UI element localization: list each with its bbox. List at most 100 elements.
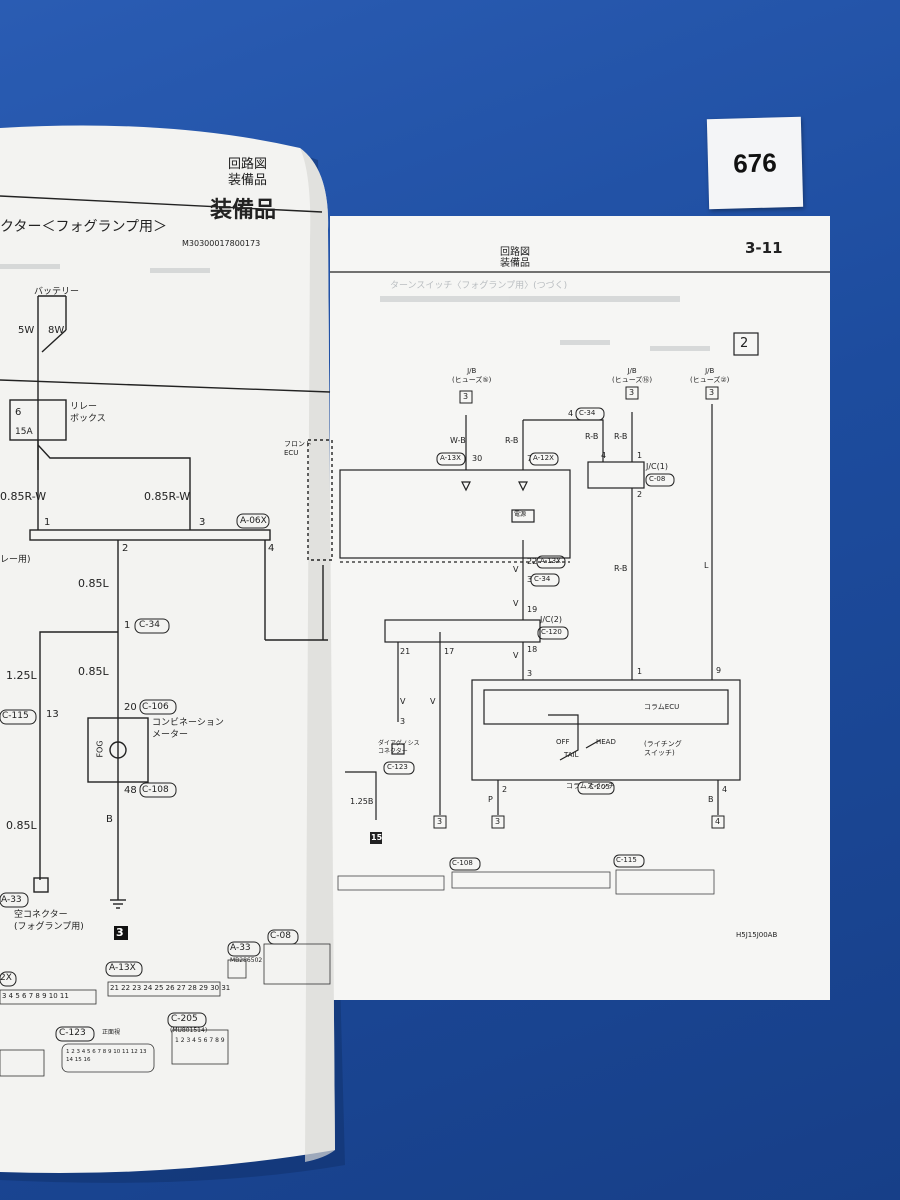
jb-num-3: 3: [709, 388, 715, 397]
gnd-4: 4: [715, 817, 721, 826]
left-big-title: 装備品: [210, 198, 277, 223]
pin-48: 48: [124, 785, 137, 796]
jc1-pin-2: 2: [637, 490, 643, 499]
left-page: [0, 125, 335, 1174]
gnd-3a: 3: [437, 817, 443, 826]
bottom-conn-c08: C-08: [270, 931, 291, 941]
pin-c34: 1: [124, 620, 131, 631]
right-page: [330, 216, 830, 1000]
column-ecu-label: コラムECU: [644, 703, 680, 711]
bottom-conn-c205: C-205: [171, 1014, 198, 1024]
diag-connector-label: ダイアグノシス コネクター: [378, 740, 420, 755]
wire-085rw-right: 0.85R-W: [144, 490, 191, 503]
jc1-pin-1: 1: [637, 451, 643, 460]
sw-pin-4: 4: [722, 785, 728, 794]
bottom-conn-c123: C-123: [59, 1028, 86, 1038]
c123-front-view: 正面視: [102, 1029, 121, 1036]
wire-125b: 1.25B: [350, 797, 374, 806]
conn-c120: C-120: [541, 628, 562, 636]
wire-p: P: [488, 795, 493, 804]
ground-number: 3: [116, 926, 124, 939]
right-header-title: 回路図: [500, 247, 530, 258]
left-pin-row: 3 4 5 6 7 8 9 10 11: [2, 992, 69, 1000]
wire-v-5: V: [430, 697, 436, 706]
wire-085l-bottom: 0.85L: [6, 819, 37, 832]
relay-box-label: リレー ボックス: [70, 402, 106, 424]
wire-b: B: [106, 814, 113, 825]
right-header-subtitle: 装備品: [500, 258, 530, 269]
column-switch-label: コラムスイッチ: [566, 782, 615, 790]
conn-c34: C-34: [139, 620, 160, 630]
sticker-number: 676: [732, 147, 778, 179]
bottom-conn-2x: 2X: [0, 973, 12, 983]
conn-a13x-2: A-13X: [540, 557, 561, 565]
left-header-title: 回路図: [228, 157, 268, 172]
conn-c115-right: C-115: [616, 856, 637, 864]
col-pin-3: 3: [527, 669, 533, 678]
left-doc-code: M30300017800173: [182, 239, 261, 248]
gnd-3b: 3: [495, 817, 501, 826]
conn-c205: C-205: [589, 783, 610, 791]
wire-085l-top: 0.85L: [78, 577, 109, 590]
bottom-conn-a13x: A-13X: [109, 963, 136, 973]
pin-22: 22: [527, 557, 538, 566]
bottom-conn-a33: A-33: [230, 943, 251, 953]
pin-20: 20: [124, 702, 137, 713]
jb-num-2: 3: [629, 388, 635, 397]
conn-a13x: A-13X: [440, 454, 461, 462]
relay-use-label: レー用): [0, 555, 31, 565]
box-number: 2: [740, 336, 749, 351]
left-section-title: クター＜フォグランプ用＞: [0, 219, 168, 235]
fuse-5w: 5W: [18, 325, 35, 336]
wire-125l: 1.25L: [6, 669, 37, 682]
conn-c106: C-106: [142, 702, 169, 712]
jb-fuse-16: J/B (ヒューズ⑯): [612, 367, 653, 385]
jc1-label: J/C(1): [646, 462, 668, 471]
col-pin-1: 1: [637, 667, 643, 676]
pin-1: 1: [44, 517, 51, 528]
conn-c123: C-123: [387, 763, 408, 771]
conn-a33: A-33: [1, 895, 22, 905]
wire-wb: W-B: [450, 436, 466, 445]
empty-connector-label: 空コネクター (フォグランプ用): [14, 910, 84, 932]
c205-pins: 1 2 3 4 5 6 7 8 9: [175, 1037, 225, 1044]
wire-v-4: V: [400, 697, 406, 706]
conn-c08: C-08: [649, 475, 666, 483]
combination-meter-label: コンビネーション メーター: [152, 718, 224, 740]
pin-30: 30: [472, 454, 483, 463]
conn-c34-top: C-34: [579, 409, 596, 417]
ground-15: 15: [371, 833, 383, 842]
c123-pins: 1 2 3 4 5 6 7 8 9 10 11 12 13 14 15 16: [66, 1049, 147, 1064]
conn-c115: C-115: [2, 711, 29, 721]
pin-18: 18: [527, 645, 538, 654]
wire-b-sw: B: [708, 795, 714, 804]
conn-c108: C-108: [142, 785, 169, 795]
jb-fuse-5: J/B (ヒューズ⑤): [452, 367, 492, 385]
pin-19: 19: [527, 605, 538, 614]
tail-label: TAIL: [564, 751, 579, 759]
wire-l: L: [704, 561, 709, 570]
jc1-pin-4: 4: [601, 451, 607, 460]
wire-rb-4: R-B: [614, 564, 628, 573]
col-pin-9: 9: [716, 666, 722, 675]
pin-13: 13: [46, 709, 59, 720]
pin-2: 2: [122, 543, 129, 554]
number-sticker: 676: [706, 116, 804, 210]
head-label: HEAD: [596, 738, 616, 746]
page-number: 3-11: [745, 239, 783, 257]
power-label: 電源: [514, 511, 527, 518]
pin-4-c34: 4: [568, 409, 574, 418]
wire-v-3: V: [513, 651, 519, 660]
conn-a06x: A-06X: [240, 516, 267, 526]
fuse-8w: 8W: [48, 325, 65, 336]
wire-rb-2: R-B: [585, 432, 599, 441]
wire-rb-1: R-B: [505, 436, 519, 445]
figure-code: H5J15J00AB: [736, 931, 778, 939]
a13x-pins: 21 22 23 24 25 26 27 28 29 30 31: [110, 984, 231, 992]
fuse-15a: 15A: [15, 427, 33, 437]
conn-a12x: A-12X: [533, 454, 554, 462]
c205-code: (MU801514): [170, 1027, 208, 1034]
jb-num-1: 3: [463, 392, 469, 401]
conn-c34-mid: C-34: [534, 575, 551, 583]
